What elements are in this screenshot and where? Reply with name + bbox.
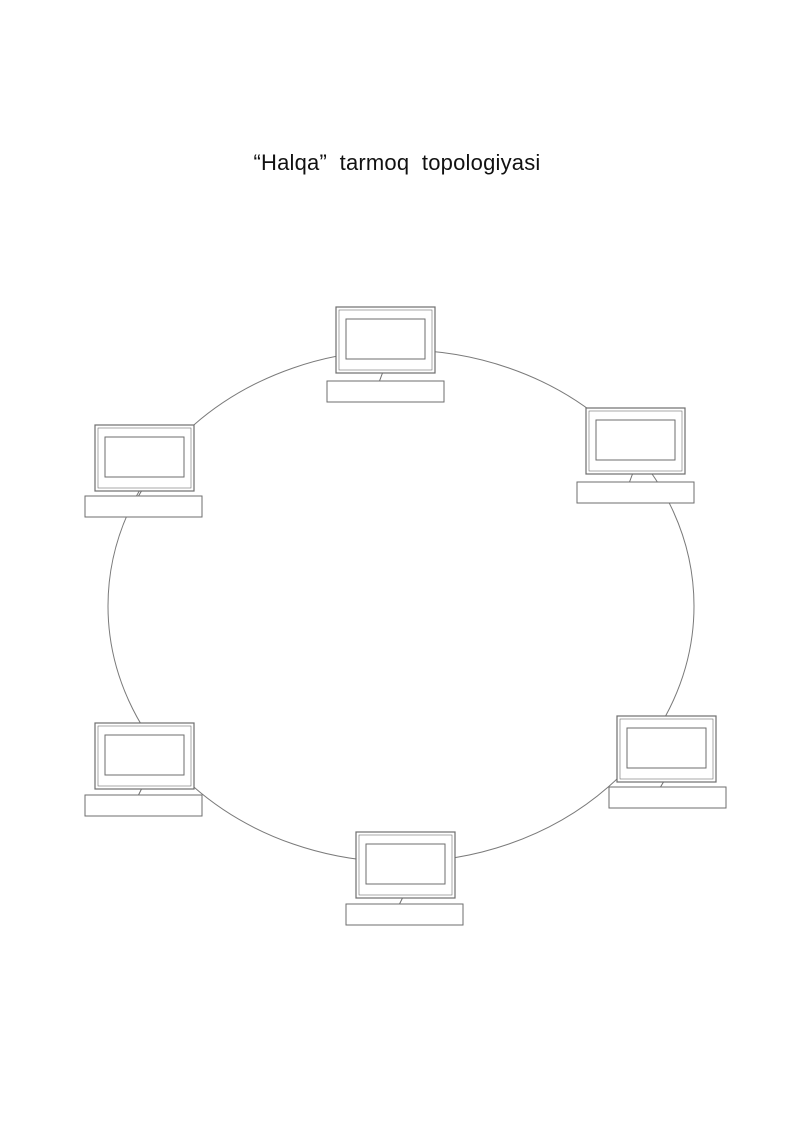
monitor-stand	[629, 473, 633, 483]
monitor-screen	[104, 734, 185, 776]
keyboard-base	[576, 481, 695, 504]
monitor-bezel	[97, 725, 192, 787]
computer-icon	[576, 407, 695, 504]
computer-icon	[84, 722, 203, 817]
computer-icon	[84, 424, 203, 518]
monitor-stand	[660, 781, 664, 788]
page-title: “Halqa” tarmoq topologiyasi	[253, 150, 541, 175]
computer-node	[576, 407, 695, 504]
monitor-bezel	[338, 309, 433, 371]
monitor-screen	[626, 727, 707, 769]
keyboard-base	[608, 786, 727, 809]
computer-node	[84, 424, 203, 518]
monitor-screen	[365, 843, 446, 885]
monitor-stand	[138, 788, 142, 796]
computer-icon	[345, 831, 464, 926]
computer-node	[84, 722, 203, 817]
monitor-bezel	[588, 410, 683, 472]
monitor-screen	[345, 318, 426, 360]
monitor-stand	[138, 490, 142, 497]
computer-icon	[608, 715, 727, 809]
monitor-stand	[379, 372, 383, 382]
computer-node	[608, 715, 727, 809]
computer-node	[326, 306, 445, 403]
keyboard-base	[84, 794, 203, 817]
monitor-bezel	[619, 718, 714, 780]
keyboard-base	[345, 903, 464, 926]
computer-node	[345, 831, 464, 926]
monitor-bezel	[358, 834, 453, 896]
keyboard-base	[326, 380, 445, 403]
monitor-screen	[104, 436, 185, 478]
keyboard-base	[84, 495, 203, 518]
computer-icon	[326, 306, 445, 403]
monitor-screen	[595, 419, 676, 461]
monitor-bezel	[97, 427, 192, 489]
monitor-stand	[399, 897, 403, 905]
